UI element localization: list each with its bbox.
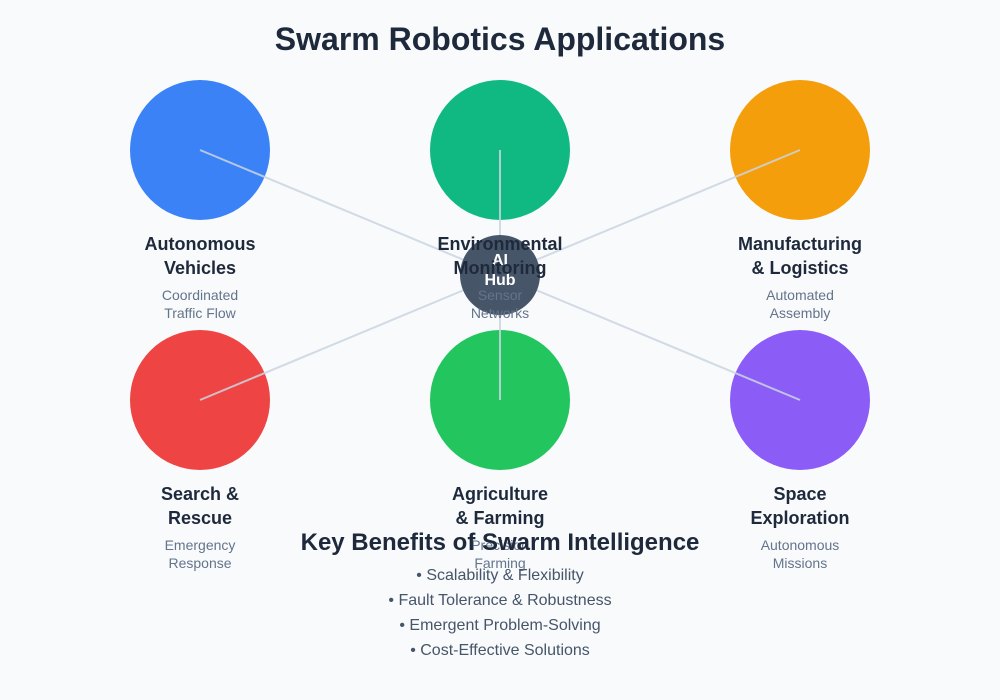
application-subtitle: Traffic Flow	[164, 305, 236, 321]
application-title: Exploration	[750, 508, 849, 528]
application-title: & Logistics	[751, 258, 848, 278]
application-subtitle: Precision	[471, 537, 529, 553]
benefit-item: • Scalability & Flexibility	[416, 567, 583, 584]
ai-hub-label-line-1: AI	[492, 252, 508, 269]
connector-manufacturing-logistics	[499, 149, 801, 276]
application-subtitle: Emergency	[165, 537, 236, 553]
diagram-title: Swarm Robotics Applications	[275, 21, 725, 57]
ai-hub-label-line-2: Hub	[484, 272, 515, 289]
application-subtitle: Autonomous	[761, 537, 840, 553]
benefits-title: Key Benefits of Swarm Intelligence	[301, 529, 700, 556]
application-subtitle: Missions	[773, 555, 827, 571]
benefit-item: • Fault Tolerance & Robustness	[388, 592, 611, 609]
application-subtitle: Response	[168, 555, 231, 571]
application-title: Vehicles	[164, 258, 236, 278]
label-manufacturing-logistics: Manufacturing & LogisticsAutomatedAssembl…	[738, 234, 862, 321]
application-title: Search &	[161, 484, 239, 504]
connector-autonomous-vehicles	[199, 149, 501, 276]
application-subtitle: Automated	[766, 287, 834, 303]
benefit-item: • Emergent Problem-Solving	[399, 617, 600, 634]
application-title: Autonomous	[145, 234, 256, 254]
application-subtitle: Farming	[474, 555, 525, 571]
benefit-item: • Cost-Effective Solutions	[410, 642, 590, 659]
connectors	[199, 149, 801, 401]
application-title: Environmental	[437, 234, 562, 254]
ai-hub-node	[460, 235, 540, 315]
connector-space-exploration	[499, 274, 801, 401]
application-title: Rescue	[168, 508, 232, 528]
ai-hub: AI Hub	[460, 235, 540, 315]
application-subtitle: Coordinated	[162, 287, 238, 303]
application-title: & Farming	[455, 508, 544, 528]
application-title: Monitoring	[454, 258, 547, 278]
connector-search-rescue	[199, 274, 501, 401]
benefits-section: Key Benefits of Swarm Intelligence • Sca…	[301, 529, 700, 659]
application-subtitle: Networks	[471, 305, 529, 321]
application-title: Space	[773, 484, 826, 504]
application-title: Agriculture	[452, 484, 548, 504]
application-subtitle: Assembly	[770, 305, 831, 321]
application-subtitle: Sensor	[478, 287, 523, 303]
application-title: Manufacturing	[738, 234, 862, 254]
